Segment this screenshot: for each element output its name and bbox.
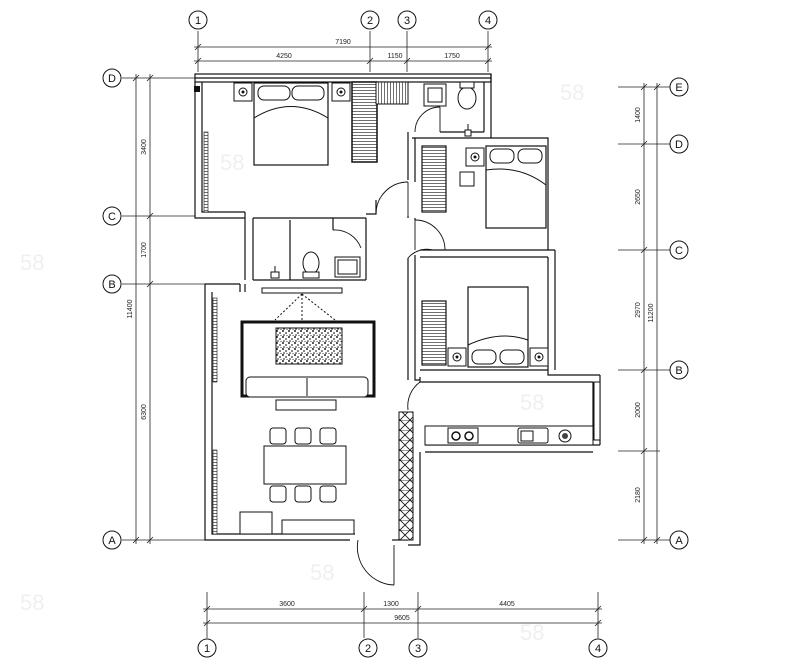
dim-right-total: 11200 (648, 303, 655, 322)
axis-label-top-2: 2 (367, 15, 373, 27)
watermark: 58 (220, 150, 244, 175)
watermark-group: 58 58 58 58 58 58 58 (20, 80, 584, 645)
axis-label-right-c: C (675, 245, 683, 257)
dim-right-seg1: 1400 (635, 107, 642, 123)
axis-label-top-4: 4 (485, 15, 491, 27)
axis-label-top-3: 3 (404, 15, 410, 27)
axis-label-right-a: A (675, 535, 683, 547)
dim-bottom-seg1: 3600 (279, 601, 295, 608)
dim-left-seg2: 1700 (141, 242, 148, 258)
dim-bottom-total: 9605 (394, 615, 410, 622)
dim-top-seg2: 1150 (387, 53, 402, 60)
bottom-dimensions (203, 592, 602, 638)
axis-bubbles-right (669, 77, 689, 550)
axis-bubbles-top (188, 10, 498, 30)
dim-right-seg2: 2650 (635, 189, 642, 205)
doors (332, 106, 446, 586)
dim-top-seg1: 4250 (276, 53, 292, 60)
dim-left-seg1: 3400 (141, 139, 148, 155)
axis-bubbles-left (102, 68, 122, 550)
watermark: 58 (20, 250, 44, 275)
dim-right-seg4: 2000 (635, 402, 642, 418)
watermark: 58 (310, 560, 334, 585)
axis-label-bottom-2: 2 (365, 643, 371, 655)
window-hatching (194, 86, 218, 535)
dim-left-total: 11400 (127, 299, 134, 318)
axis-label-bottom-4: 4 (595, 643, 601, 655)
axis-label-left-d: D (108, 73, 116, 85)
dim-bottom-seg2: 1300 (383, 601, 399, 608)
dim-left-seg3: 6300 (141, 404, 148, 420)
axis-label-right-e: E (675, 82, 682, 94)
axis-label-left-c: C (108, 211, 116, 223)
dim-top-total: 7190 (335, 39, 351, 46)
axis-label-left-b: B (108, 279, 115, 291)
bedroom-3-furniture (421, 286, 549, 368)
right-dimensions (618, 83, 670, 544)
axis-bubbles-bottom (197, 638, 608, 658)
axis-label-left-a: A (108, 535, 116, 547)
left-dimensions (122, 74, 205, 544)
axis-label-top-1: 1 (195, 15, 201, 27)
watermark: 58 (520, 620, 544, 645)
axis-label-bottom-3: 3 (415, 643, 421, 655)
living-area (239, 287, 414, 541)
axis-label-right-d: D (675, 139, 683, 151)
dim-bottom-seg3: 4405 (499, 601, 515, 608)
axis-label-right-b: B (675, 365, 682, 377)
top-dimensions (194, 31, 492, 72)
dim-top-seg3: 1750 (444, 53, 460, 60)
master-bed (233, 81, 378, 166)
dim-right-seg5: 2180 (635, 487, 642, 503)
kitchen-counter (424, 381, 601, 446)
axis-label-bottom-1: 1 (204, 643, 210, 655)
watermark: 58 (20, 590, 44, 615)
watermark: 58 (520, 390, 544, 415)
dim-right-seg3: 2970 (635, 302, 642, 318)
top-bathroom (375, 81, 477, 137)
bathroom-fixtures (270, 251, 361, 279)
bedroom-2-furniture (421, 145, 547, 229)
watermark: 58 (560, 80, 584, 105)
